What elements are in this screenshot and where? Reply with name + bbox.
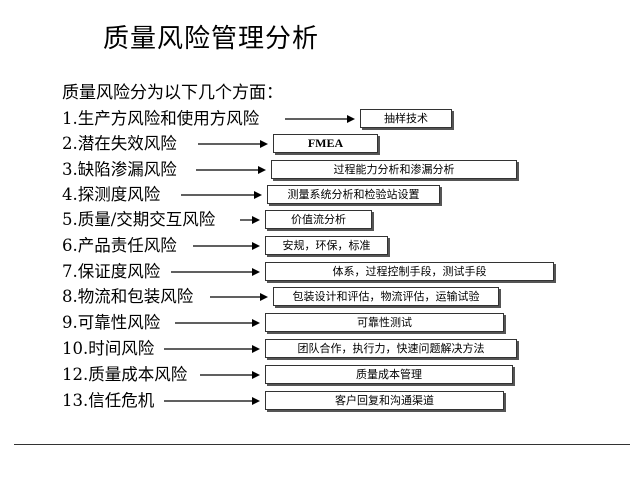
arrow-icon: [285, 115, 355, 123]
bottom-divider: [14, 444, 630, 445]
method-box: 抽样技术: [360, 109, 452, 128]
risk-label: 9.可靠性风险: [62, 313, 161, 332]
arrow-icon: [171, 268, 260, 276]
method-box: 测量系统分析和检验站设置: [267, 185, 440, 204]
arrow-icon: [164, 345, 260, 353]
risk-row: 3.缺陷渗漏风险 过程能力分析和渗漏分析: [0, 158, 640, 182]
risk-row: 1.生产方风险和使用方风险 抽样技术: [0, 107, 640, 131]
risk-row: 2.潜在失效风险 FMEA: [0, 132, 640, 156]
arrow-icon: [181, 191, 262, 199]
arrow-icon: [196, 166, 266, 174]
risk-label: 12.质量成本风险: [62, 365, 188, 384]
risk-row: 5.质量/交期交互风险 价值流分析: [0, 208, 640, 232]
method-box: 过程能力分析和渗漏分析: [271, 160, 517, 179]
risk-label: 1.生产方风险和使用方风险: [62, 109, 260, 128]
risk-row: 9.可靠性风险 可靠性测试: [0, 311, 640, 335]
risk-row: 4.探测度风险 测量系统分析和检验站设置: [0, 183, 640, 207]
method-box: FMEA: [273, 134, 378, 153]
arrow-icon: [198, 140, 268, 148]
method-box: 价值流分析: [265, 210, 372, 229]
risk-label: 8.物流和包装风险: [62, 287, 194, 306]
risk-row: 13.信任危机 客户回复和沟通渠道: [0, 389, 640, 413]
method-box: 包装设计和评估，物流评估，运输试验: [273, 287, 499, 306]
risk-label: 5.质量/交期交互风险: [62, 210, 216, 229]
risk-row: 12.质量成本风险 质量成本管理: [0, 363, 640, 387]
risk-label: 2.潜在失效风险: [62, 134, 177, 153]
risk-label: 13.信任危机: [62, 391, 155, 410]
risk-label: 6.产品责任风险: [62, 236, 177, 255]
method-box: 客户回复和沟通渠道: [265, 391, 504, 410]
risk-label: 7.保证度风险: [62, 262, 161, 281]
method-box: 质量成本管理: [265, 365, 513, 384]
risk-row: 6.产品责任风险 安规，环保，标准: [0, 234, 640, 258]
risk-row: 10.时间风险 团队合作，执行力，快速问题解决方法: [0, 337, 640, 361]
arrow-icon: [210, 293, 268, 301]
method-box: 可靠性测试: [265, 313, 504, 332]
slide-title: 质量风险管理分析: [103, 24, 320, 54]
risk-label: 3.缺陷渗漏风险: [62, 160, 177, 179]
risk-label: 4.探测度风险: [62, 185, 161, 204]
arrow-icon: [175, 319, 260, 327]
intro-text: 质量风险分为以下几个方面：: [62, 83, 283, 103]
arrow-icon: [240, 216, 260, 224]
method-box: 体系，过程控制手段，测试手段: [265, 262, 554, 281]
arrow-icon: [164, 397, 260, 405]
risk-label: 10.时间风险: [62, 339, 155, 358]
risk-row: 7.保证度风险 体系，过程控制手段，测试手段: [0, 260, 640, 284]
arrow-icon: [193, 242, 260, 250]
arrow-icon: [200, 371, 260, 379]
method-box: 安规，环保，标准: [265, 236, 388, 255]
risk-row: 8.物流和包装风险 包装设计和评估，物流评估，运输试验: [0, 285, 640, 309]
method-box: 团队合作，执行力，快速问题解决方法: [265, 339, 517, 358]
